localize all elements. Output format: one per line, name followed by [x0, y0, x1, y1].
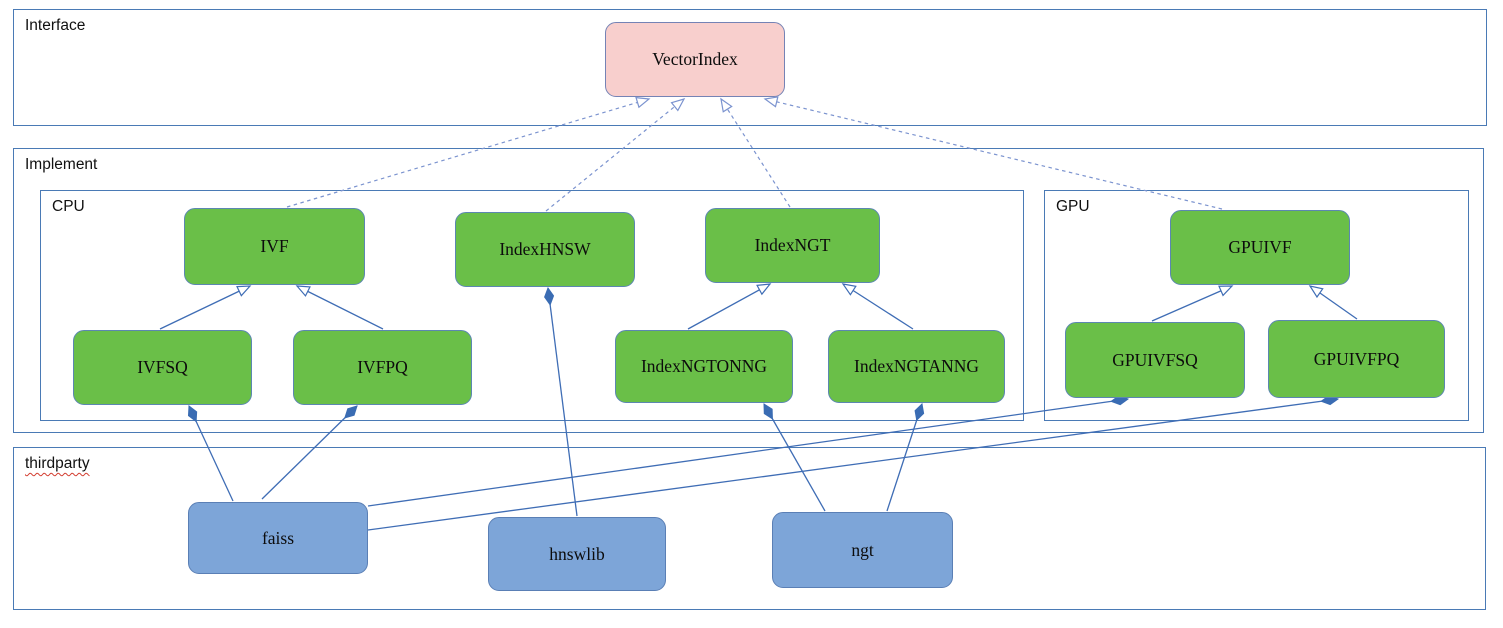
- node-indexngtanng[interactable]: IndexNGTANNG: [828, 330, 1005, 403]
- node-gpuivfpq[interactable]: GPUIVFPQ: [1268, 320, 1445, 398]
- node-hnswlib-label: hnswlib: [549, 543, 605, 564]
- node-gpuivfsq[interactable]: GPUIVFSQ: [1065, 322, 1245, 398]
- container-thirdparty-label: thirdparty: [25, 455, 90, 472]
- node-ivfsq[interactable]: IVFSQ: [73, 330, 252, 405]
- container-cpu[interactable]: CPU: [40, 190, 1024, 421]
- node-ngt[interactable]: ngt: [772, 512, 953, 588]
- node-hnswlib[interactable]: hnswlib: [488, 517, 666, 591]
- edge-gpuivfsq-gpuivf: [1151, 285, 1234, 322]
- container-implement-label: Implement: [25, 156, 98, 173]
- node-indexngtanng-label: IndexNGTANNG: [854, 356, 979, 376]
- node-indexhnsw-label: IndexHNSW: [499, 239, 591, 259]
- edge-ivf-vectorindex: [286, 96, 651, 208]
- node-ivfsq-label: IVFSQ: [137, 357, 188, 377]
- node-ivfpq[interactable]: IVFPQ: [293, 330, 472, 405]
- node-indexhnsw[interactable]: IndexHNSW: [455, 212, 635, 287]
- node-indexngt-label: IndexNGT: [754, 235, 831, 255]
- container-gpu-label: GPU: [1056, 198, 1090, 215]
- node-ngt-label: ngt: [851, 539, 874, 560]
- container-cpu-label: CPU: [52, 198, 85, 215]
- edge-hnswlib-indexhnsw: [548, 288, 578, 517]
- container-interface-label: Interface: [25, 17, 86, 34]
- node-gpuivfsq-label: GPUIVFSQ: [1112, 349, 1198, 370]
- edge-indexngtonng-indexngt: [687, 283, 772, 330]
- edge-faiss-ivfpq: [261, 406, 357, 500]
- node-indexngtonng-label: IndexNGTONNG: [640, 356, 768, 376]
- edge-faiss-gpuivfpq: [367, 399, 1338, 531]
- container-gpu[interactable]: GPU: [1044, 190, 1469, 421]
- edge-faiss-gpuivfsq: [367, 399, 1128, 507]
- node-ivfpq-label: IVFPQ: [357, 357, 408, 377]
- edge-ngt-indexngtonng: [763, 404, 826, 512]
- node-ivf-label: IVF: [260, 236, 289, 256]
- node-vectorindex[interactable]: VectorIndex: [605, 22, 785, 97]
- node-faiss[interactable]: faiss: [188, 502, 368, 574]
- container-implement[interactable]: Implement: [13, 148, 1484, 433]
- edge-indexngtanng-indexngt: [841, 283, 914, 330]
- edge-gpuivfpq-gpuivf: [1308, 285, 1358, 320]
- edge-gpuivf-vectorindex: [763, 96, 1223, 210]
- node-gpuivfpq-label: GPUIVFPQ: [1313, 348, 1400, 369]
- node-vectorindex-label: VectorIndex: [652, 49, 738, 69]
- edge-indexngt-vectorindex: [720, 97, 791, 208]
- container-thirdparty[interactable]: thirdparty: [13, 447, 1486, 610]
- node-ivf[interactable]: IVF: [184, 208, 365, 285]
- edge-ivfpq-ivf: [295, 285, 384, 330]
- node-gpuivf-label: GPUIVF: [1228, 237, 1292, 257]
- node-gpuivf[interactable]: GPUIVF: [1170, 210, 1350, 285]
- node-faiss-label: faiss: [261, 527, 295, 548]
- edge-faiss-ivfsq: [189, 406, 234, 502]
- node-indexngt[interactable]: IndexNGT: [705, 208, 880, 283]
- container-interface[interactable]: Interface: [13, 9, 1487, 126]
- node-indexngtonng[interactable]: IndexNGTONNG: [615, 330, 793, 403]
- edge-ivfsq-ivf: [159, 285, 252, 330]
- edge-indexhnsw-vectorindex: [545, 98, 686, 212]
